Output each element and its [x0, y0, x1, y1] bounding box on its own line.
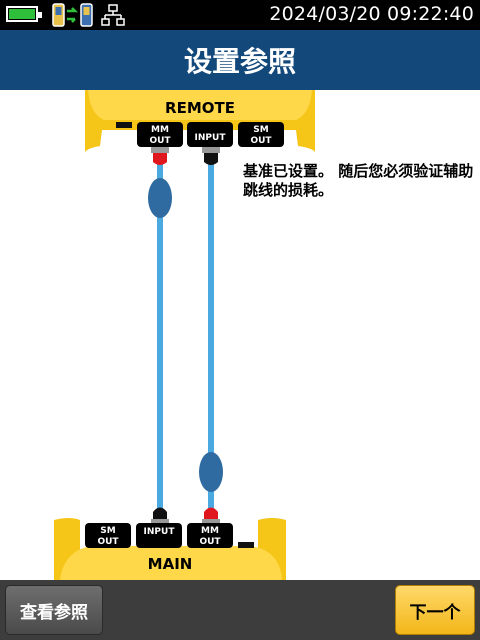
battery-icon	[6, 6, 42, 22]
main-port-label: OUT	[97, 537, 119, 547]
reference-set-message: 基准已设置。 随后您必须验证辅助跳线的损耗。	[243, 162, 474, 199]
coupler-top	[148, 178, 172, 218]
remote-port-label: INPUT	[195, 133, 227, 143]
main-port-mm-out: MM OUT	[187, 523, 233, 548]
connection-diagram: REMOTE MM OUT INPUT SM OUT	[54, 90, 315, 580]
main-port-label: SM	[100, 526, 115, 536]
remote-connector-black	[202, 147, 220, 165]
main-label: MAIN	[148, 555, 193, 573]
main-module: SM OUT INPUT MM OUT MAIN	[54, 518, 286, 580]
reference-diagram-area: REMOTE MM OUT INPUT SM OUT	[0, 90, 480, 580]
remote-port-input: INPUT	[187, 122, 233, 147]
devices-link-icon	[52, 3, 93, 27]
main-port-label: OUT	[199, 537, 221, 547]
main-connector-red	[202, 507, 220, 524]
main-port-label: INPUT	[144, 527, 176, 537]
coupler-bottom	[199, 452, 223, 492]
footer-bar: 查看参照 下一个	[0, 580, 480, 640]
main-port-input: INPUT	[136, 523, 182, 548]
main-port-sm-out: SM OUT	[85, 523, 131, 548]
remote-port-mm-out: MM OUT	[137, 122, 183, 147]
fiber-right	[208, 164, 214, 509]
network-icon	[101, 4, 125, 26]
view-reference-button[interactable]: 查看参照	[5, 585, 103, 635]
remote-module: REMOTE MM OUT INPUT SM OUT	[85, 90, 315, 152]
remote-port-label: SM	[253, 125, 268, 135]
main-port-label: MM	[201, 526, 219, 536]
remote-port-label: MM	[151, 125, 169, 135]
next-button[interactable]: 下一个	[395, 585, 475, 635]
remote-connector-red	[151, 147, 169, 165]
remote-label: REMOTE	[165, 99, 235, 117]
status-bar: 2024/03/20 09:22:40	[0, 0, 480, 30]
main-connector-black	[151, 507, 169, 524]
status-datetime: 2024/03/20 09:22:40	[269, 3, 474, 25]
remote-port-label: OUT	[250, 136, 272, 146]
page-title: 设置参照	[0, 30, 480, 90]
fiber-left	[157, 164, 163, 509]
remote-port-label: OUT	[149, 136, 171, 146]
remote-port-sm-out: SM OUT	[238, 122, 284, 147]
